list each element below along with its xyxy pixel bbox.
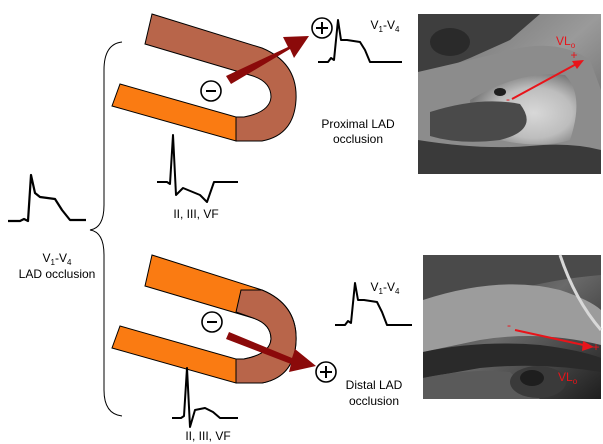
distal-precordial-label: V1-V4 — [370, 280, 400, 296]
mri-minus-proximal: - — [506, 92, 510, 106]
mri-vector-label-distal: VLo — [558, 370, 578, 386]
left-caption: LAD occlusion — [18, 267, 96, 281]
mri-plus-distal: + — [592, 340, 600, 354]
mri-plus-proximal: + — [570, 48, 578, 62]
ecg-trace-inferior-proximal — [157, 134, 238, 203]
ecg-trace-baseline-left — [8, 173, 86, 223]
myocardium-normal-proximal — [111, 83, 237, 142]
proximal-precordial-label: V1-V4 — [370, 18, 400, 34]
proximal-caption-line1: Proximal LAD — [321, 117, 395, 131]
distal-caption-line1: Distal LAD — [345, 378, 403, 392]
mri-image-distal — [423, 254, 603, 399]
injury-vector-arrow-proximal — [226, 36, 309, 84]
heart-proximal — [111, 13, 333, 142]
mri-vector-label-proximal: VLo — [556, 34, 576, 50]
ecg-trace-v1v4-distal — [335, 282, 412, 326]
left-lead-label: V1-V4 — [42, 251, 72, 267]
mri-image-proximal — [418, 14, 601, 174]
mri-vector-line-proximal — [511, 61, 581, 100]
ecg-trace-inferior-distal — [172, 367, 238, 428]
ecg-trace-v1v4-proximal — [318, 19, 402, 63]
mri-vector-line-distal — [514, 329, 589, 347]
heart-distal — [111, 254, 337, 384]
distal-inferior-leads-label: II, III, VF — [185, 429, 231, 443]
proximal-caption-line2: occlusion — [332, 132, 384, 146]
grouping-brace — [89, 41, 123, 417]
proximal-inferior-leads-label: II, III, VF — [173, 207, 219, 221]
myocardium-infarcted-distal — [235, 289, 297, 384]
mri-minus-distal: - — [507, 318, 511, 332]
myocardium-normal-distal-lower — [111, 325, 237, 384]
injury-vector-arrow-distal — [226, 332, 316, 372]
distal-caption-line2: occlusion — [348, 394, 400, 408]
